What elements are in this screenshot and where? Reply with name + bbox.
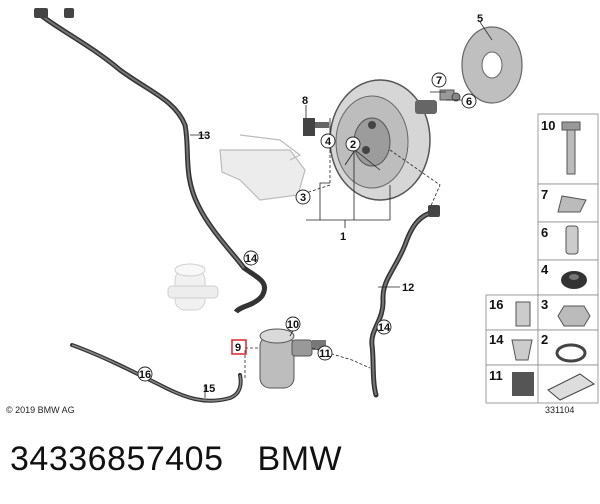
grid-label-4: 4 xyxy=(541,262,549,277)
part-number: 34336857405 xyxy=(10,440,224,478)
callout-5: 5 xyxy=(477,13,483,25)
clip-16-icon xyxy=(515,301,531,327)
grid-label-3: 3 xyxy=(541,297,548,312)
brake-booster xyxy=(329,79,437,201)
callout-6: 6 xyxy=(466,96,472,108)
grid-label-14: 14 xyxy=(489,332,504,347)
callout-14b: 14 xyxy=(378,322,391,334)
sleeve-6-icon xyxy=(565,225,579,255)
callout-11: 11 xyxy=(319,348,331,360)
callout-1: 1 xyxy=(340,231,346,243)
parts-diagram: 1 5 8 12 13 15 2 3 4 6 7 10 11 14 14 16 … xyxy=(34,8,599,404)
callout-14a: 14 xyxy=(245,253,258,265)
plate-5 xyxy=(461,26,523,104)
callout-16: 16 xyxy=(139,369,151,381)
clip-7-icon xyxy=(557,195,587,213)
o-ring-2-icon xyxy=(555,343,587,363)
vacuum-pump-9 xyxy=(259,328,326,389)
callout-7: 7 xyxy=(436,75,442,87)
grid-label-11: 11 xyxy=(489,368,503,383)
brand-name: BMW xyxy=(257,440,343,478)
bracket xyxy=(219,149,306,201)
diagram-ref-code: 331104 xyxy=(545,405,575,415)
clip-14-icon xyxy=(511,339,533,361)
callout-9: 9 xyxy=(235,342,241,354)
callout-4: 4 xyxy=(325,136,332,148)
callout-12: 12 xyxy=(402,282,414,294)
ghost-vacuum-pump xyxy=(167,263,219,311)
callout-15: 15 xyxy=(203,383,215,395)
sensor-8 xyxy=(303,118,329,136)
hose-12 xyxy=(369,209,437,398)
bolt-10-icon xyxy=(566,127,576,175)
arrow-shim-icon xyxy=(547,373,595,401)
part-caption: 34336857405 BMW xyxy=(10,440,342,479)
hose-15 xyxy=(70,343,243,403)
grid-label-10: 10 xyxy=(541,118,555,133)
callout-9-highlight xyxy=(231,339,247,355)
hose-end-top xyxy=(34,8,48,18)
callout-3: 3 xyxy=(300,192,306,204)
grid-label-2: 2 xyxy=(541,332,548,347)
callout-8: 8 xyxy=(302,95,308,107)
connector-11-icon xyxy=(512,372,534,396)
grid-label-7: 7 xyxy=(541,187,548,202)
grid-label-16: 16 xyxy=(489,297,503,312)
callout-13: 13 xyxy=(198,130,210,142)
callout-2: 2 xyxy=(350,139,356,151)
copyright-note: © 2019 BMW AG xyxy=(6,405,75,415)
nut-3-icon xyxy=(557,305,591,327)
grid-label-6: 6 xyxy=(541,225,548,240)
callout-10: 10 xyxy=(287,319,299,331)
